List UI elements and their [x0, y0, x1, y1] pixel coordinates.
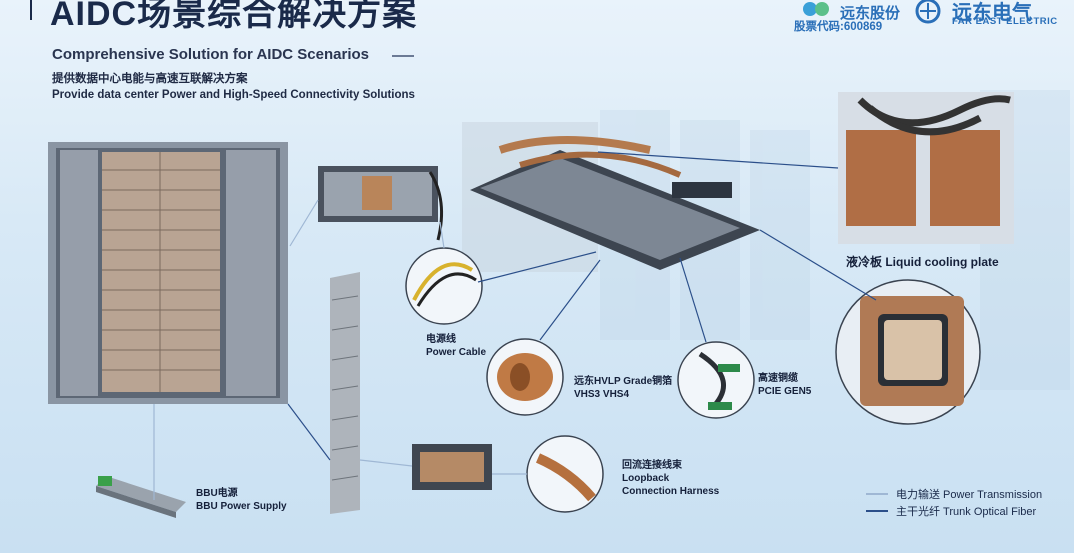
- legend-swatch-fiber: [866, 510, 888, 512]
- legend-item-power: 电力输送 Power Transmission: [866, 486, 1042, 502]
- loopback-label-en2: Connection Harness: [622, 486, 720, 497]
- hvlp-label: 远东HVLP Grade铜箔 VHS3 VHS4: [574, 375, 672, 401]
- high-speed-label-en: PCIE GEN5: [758, 386, 812, 397]
- page-title: AIDC场景综合解决方案: [50, 0, 418, 33]
- subtitle-english-2: Provide data center Power and High-Speed…: [52, 89, 415, 101]
- cooling-plate-top-image: [838, 92, 1014, 244]
- server-board-image: [462, 122, 760, 272]
- power-cable-label-en: Power Cable: [426, 347, 487, 358]
- power-cable-label: 电源线 Power Cable: [426, 333, 486, 359]
- legend-swatch-power: [866, 493, 888, 495]
- power-cable-image: [405, 247, 483, 325]
- power-transmission-lines: [153, 199, 527, 500]
- server-chassis-image: [318, 166, 444, 241]
- loopback-label-en1: Loopback: [622, 473, 670, 484]
- subtitle-english: Comprehensive Solution for AIDC Scenario…: [52, 46, 369, 63]
- cooling-plate-label: 液冷板 Liquid cooling plate: [846, 255, 999, 269]
- loopback-label: 回流连接线束 Loopback Connection Harness: [622, 459, 719, 498]
- company2-name: 远东电气: [952, 2, 1032, 24]
- trunk-fiber-lines: [287, 151, 877, 461]
- company2-english-name: FAR EAST ELECTRIC: [952, 16, 1058, 27]
- cooling-plate-bottom-image: [835, 279, 981, 425]
- loopback-box-image: [412, 444, 492, 490]
- server-rack-image: [48, 142, 288, 404]
- high-speed-label-cn: 高速铜缆: [758, 373, 798, 384]
- company2-logo-icon: [910, 0, 946, 26]
- high-speed-cable-label: 高速铜缆 PCIE GEN5: [758, 372, 811, 398]
- stock-code: 股票代码:600869: [794, 21, 883, 33]
- bbu-image: [96, 476, 186, 518]
- subtitle-decoration-line: [392, 55, 414, 57]
- power-cable-label-cn: 电源线: [426, 334, 456, 345]
- bbu-label-en: BBU Power Supply: [196, 501, 287, 512]
- bbu-label-cn: BBU电源: [196, 488, 238, 499]
- loopback-label-cn: 回流连接线束: [622, 460, 682, 471]
- legend-item-fiber: 主干光纤 Trunk Optical Fiber: [866, 503, 1036, 519]
- legend-label-fiber: 主干光纤 Trunk Optical Fiber: [896, 506, 1037, 518]
- busbar-image: [330, 272, 360, 514]
- copper-foil-image: [486, 338, 564, 416]
- hvlp-label-cn: 远东HVLP Grade铜箔: [574, 376, 673, 387]
- hvlp-label-en: VHS3 VHS4: [574, 389, 630, 400]
- company1-logo-icon: [800, 0, 832, 18]
- legend-label-power: 电力输送 Power Transmission: [896, 489, 1043, 501]
- high-speed-cable-image: [677, 341, 755, 419]
- loopback-harness-image: [526, 435, 604, 513]
- company1-name: 远东股份: [840, 5, 901, 22]
- subtitle-chinese: 提供数据中心电能与高速互联解决方案: [52, 73, 248, 85]
- title-corner-decoration: [30, 0, 32, 20]
- bbu-label: BBU电源 BBU Power Supply: [196, 487, 287, 513]
